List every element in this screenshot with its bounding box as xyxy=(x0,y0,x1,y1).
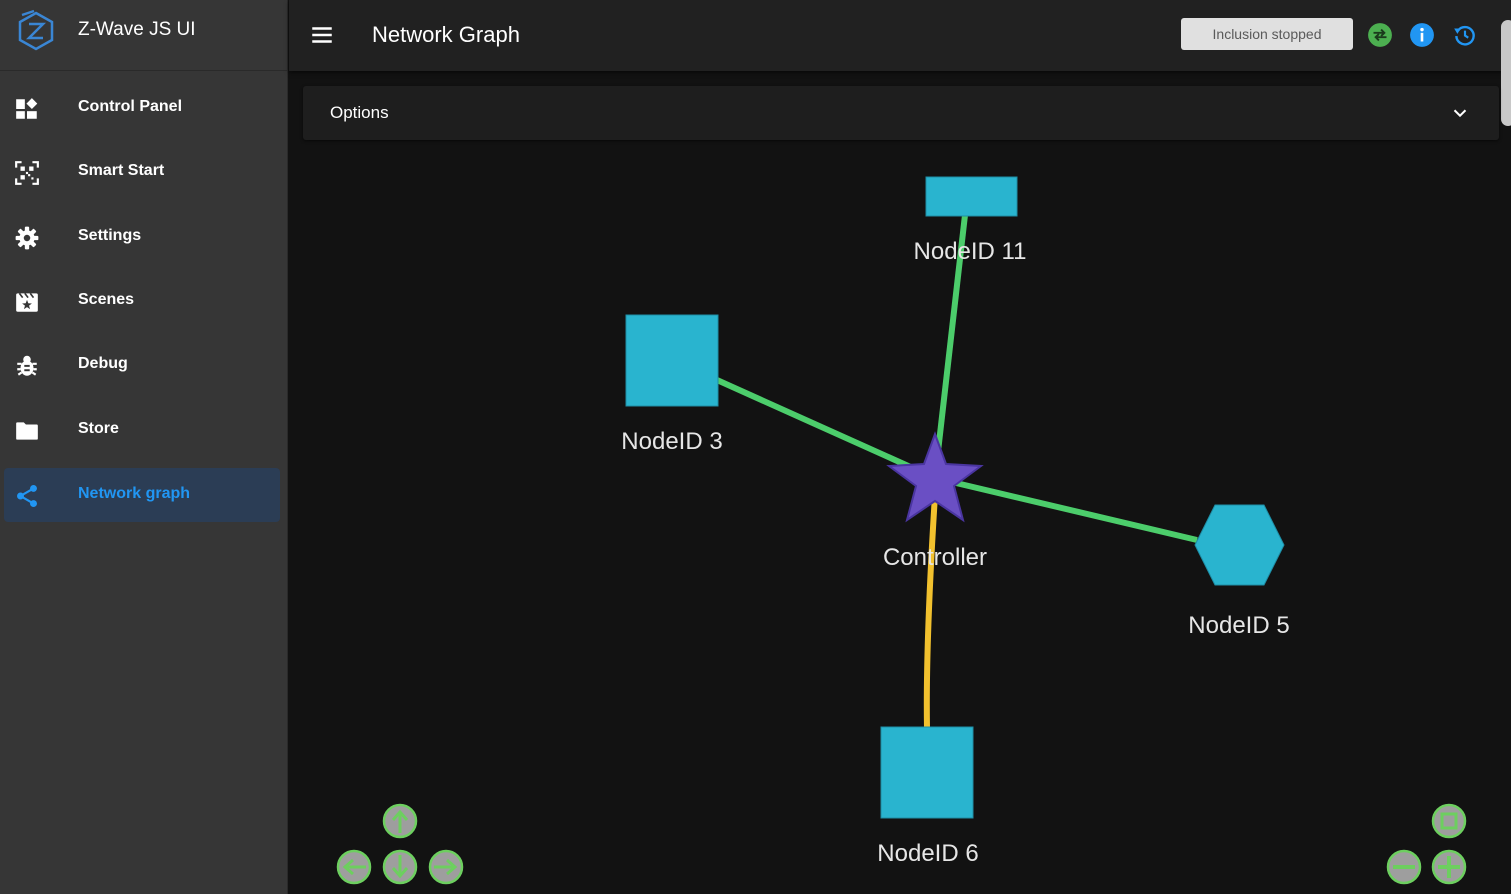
network-graph-canvas[interactable]: NodeID 11 NodeID 3 NodeID 5 NodeID 6 Con… xyxy=(289,150,1511,894)
graph-node-5[interactable] xyxy=(1194,504,1285,586)
sidebar-item-label: Smart Start xyxy=(78,162,165,179)
chevron-down-icon[interactable] xyxy=(1449,102,1471,124)
arrow-right-icon[interactable] xyxy=(428,849,464,885)
sidebar-item-label: Scenes xyxy=(78,291,135,308)
graph-node-3[interactable] xyxy=(625,314,719,407)
brand: Z-Wave JS UI xyxy=(0,0,288,71)
hamburger-menu-icon[interactable] xyxy=(309,22,335,48)
graph-node-label: NodeID 11 xyxy=(914,238,1027,265)
sidebar-item-debug[interactable]: Debug xyxy=(4,338,280,392)
zwave-logo-icon xyxy=(18,9,54,51)
zoom-out-icon[interactable] xyxy=(1386,849,1422,885)
history-icon[interactable] xyxy=(1452,22,1478,48)
sidebar-item-label: Store xyxy=(78,420,119,437)
network-graph-svg[interactable]: NodeID 11 NodeID 3 NodeID 5 NodeID 6 Con… xyxy=(289,150,1511,894)
graph-node-label: NodeID 5 xyxy=(1188,612,1289,639)
top-app-bar: Network Graph Inclusion stopped xyxy=(289,0,1511,126)
page-title: Network Graph xyxy=(372,22,520,47)
folder-icon xyxy=(16,422,38,440)
edge-controller-node6 xyxy=(923,494,938,729)
sidebar-item-smart-start[interactable]: Smart Start xyxy=(4,145,280,199)
sidebar-item-label: Settings xyxy=(78,227,142,244)
edge-controller-node3 xyxy=(715,377,937,481)
sidebar-item-control-panel[interactable]: Control Panel xyxy=(4,81,280,135)
options-panel[interactable]: Options xyxy=(303,86,1499,140)
movie-scene-icon xyxy=(16,292,38,312)
share-network-icon xyxy=(17,484,37,508)
sidebar-item-settings[interactable]: Settings xyxy=(4,210,280,264)
edge-controller-node11 xyxy=(932,214,968,479)
graph-node-controller[interactable] xyxy=(886,431,984,523)
arrow-up-icon[interactable] xyxy=(382,803,418,839)
swap-horizontal-icon[interactable] xyxy=(1367,22,1393,48)
dashboard-icon xyxy=(16,98,38,119)
sidebar-item-scenes[interactable]: Scenes xyxy=(4,274,280,328)
sidebar-item-label: Network graph xyxy=(78,485,191,502)
arrow-left-icon[interactable] xyxy=(336,849,372,885)
edge-controller-node5 xyxy=(934,475,1198,543)
gear-icon xyxy=(15,226,39,250)
sidebar: Z-Wave JS UI Control Panel Smart Start xyxy=(0,0,288,894)
graph-node-label: NodeID 3 xyxy=(621,428,722,455)
bug-icon xyxy=(17,355,37,376)
sidebar-item-network-graph[interactable]: Network graph xyxy=(4,468,280,522)
inclusion-status-button[interactable]: Inclusion stopped xyxy=(1181,18,1353,50)
scrollbar-handle[interactable] xyxy=(1501,20,1511,126)
sidebar-item-store[interactable]: Store xyxy=(4,403,280,457)
info-icon[interactable] xyxy=(1409,22,1435,48)
sidebar-item-label: Control Panel xyxy=(78,98,183,115)
arrow-down-icon[interactable] xyxy=(382,849,418,885)
graph-node-11[interactable] xyxy=(925,176,1018,217)
qrcode-scan-icon xyxy=(15,161,39,185)
sidebar-item-label: Debug xyxy=(78,355,128,372)
graph-node-label: NodeID 6 xyxy=(877,840,978,867)
graph-node-6[interactable] xyxy=(880,726,974,819)
fit-view-icon[interactable] xyxy=(1431,803,1467,839)
options-label: Options xyxy=(330,103,389,122)
zoom-in-icon[interactable] xyxy=(1431,849,1467,885)
app-title: Z-Wave JS UI xyxy=(78,19,196,40)
graph-node-label: Controller xyxy=(883,544,987,571)
